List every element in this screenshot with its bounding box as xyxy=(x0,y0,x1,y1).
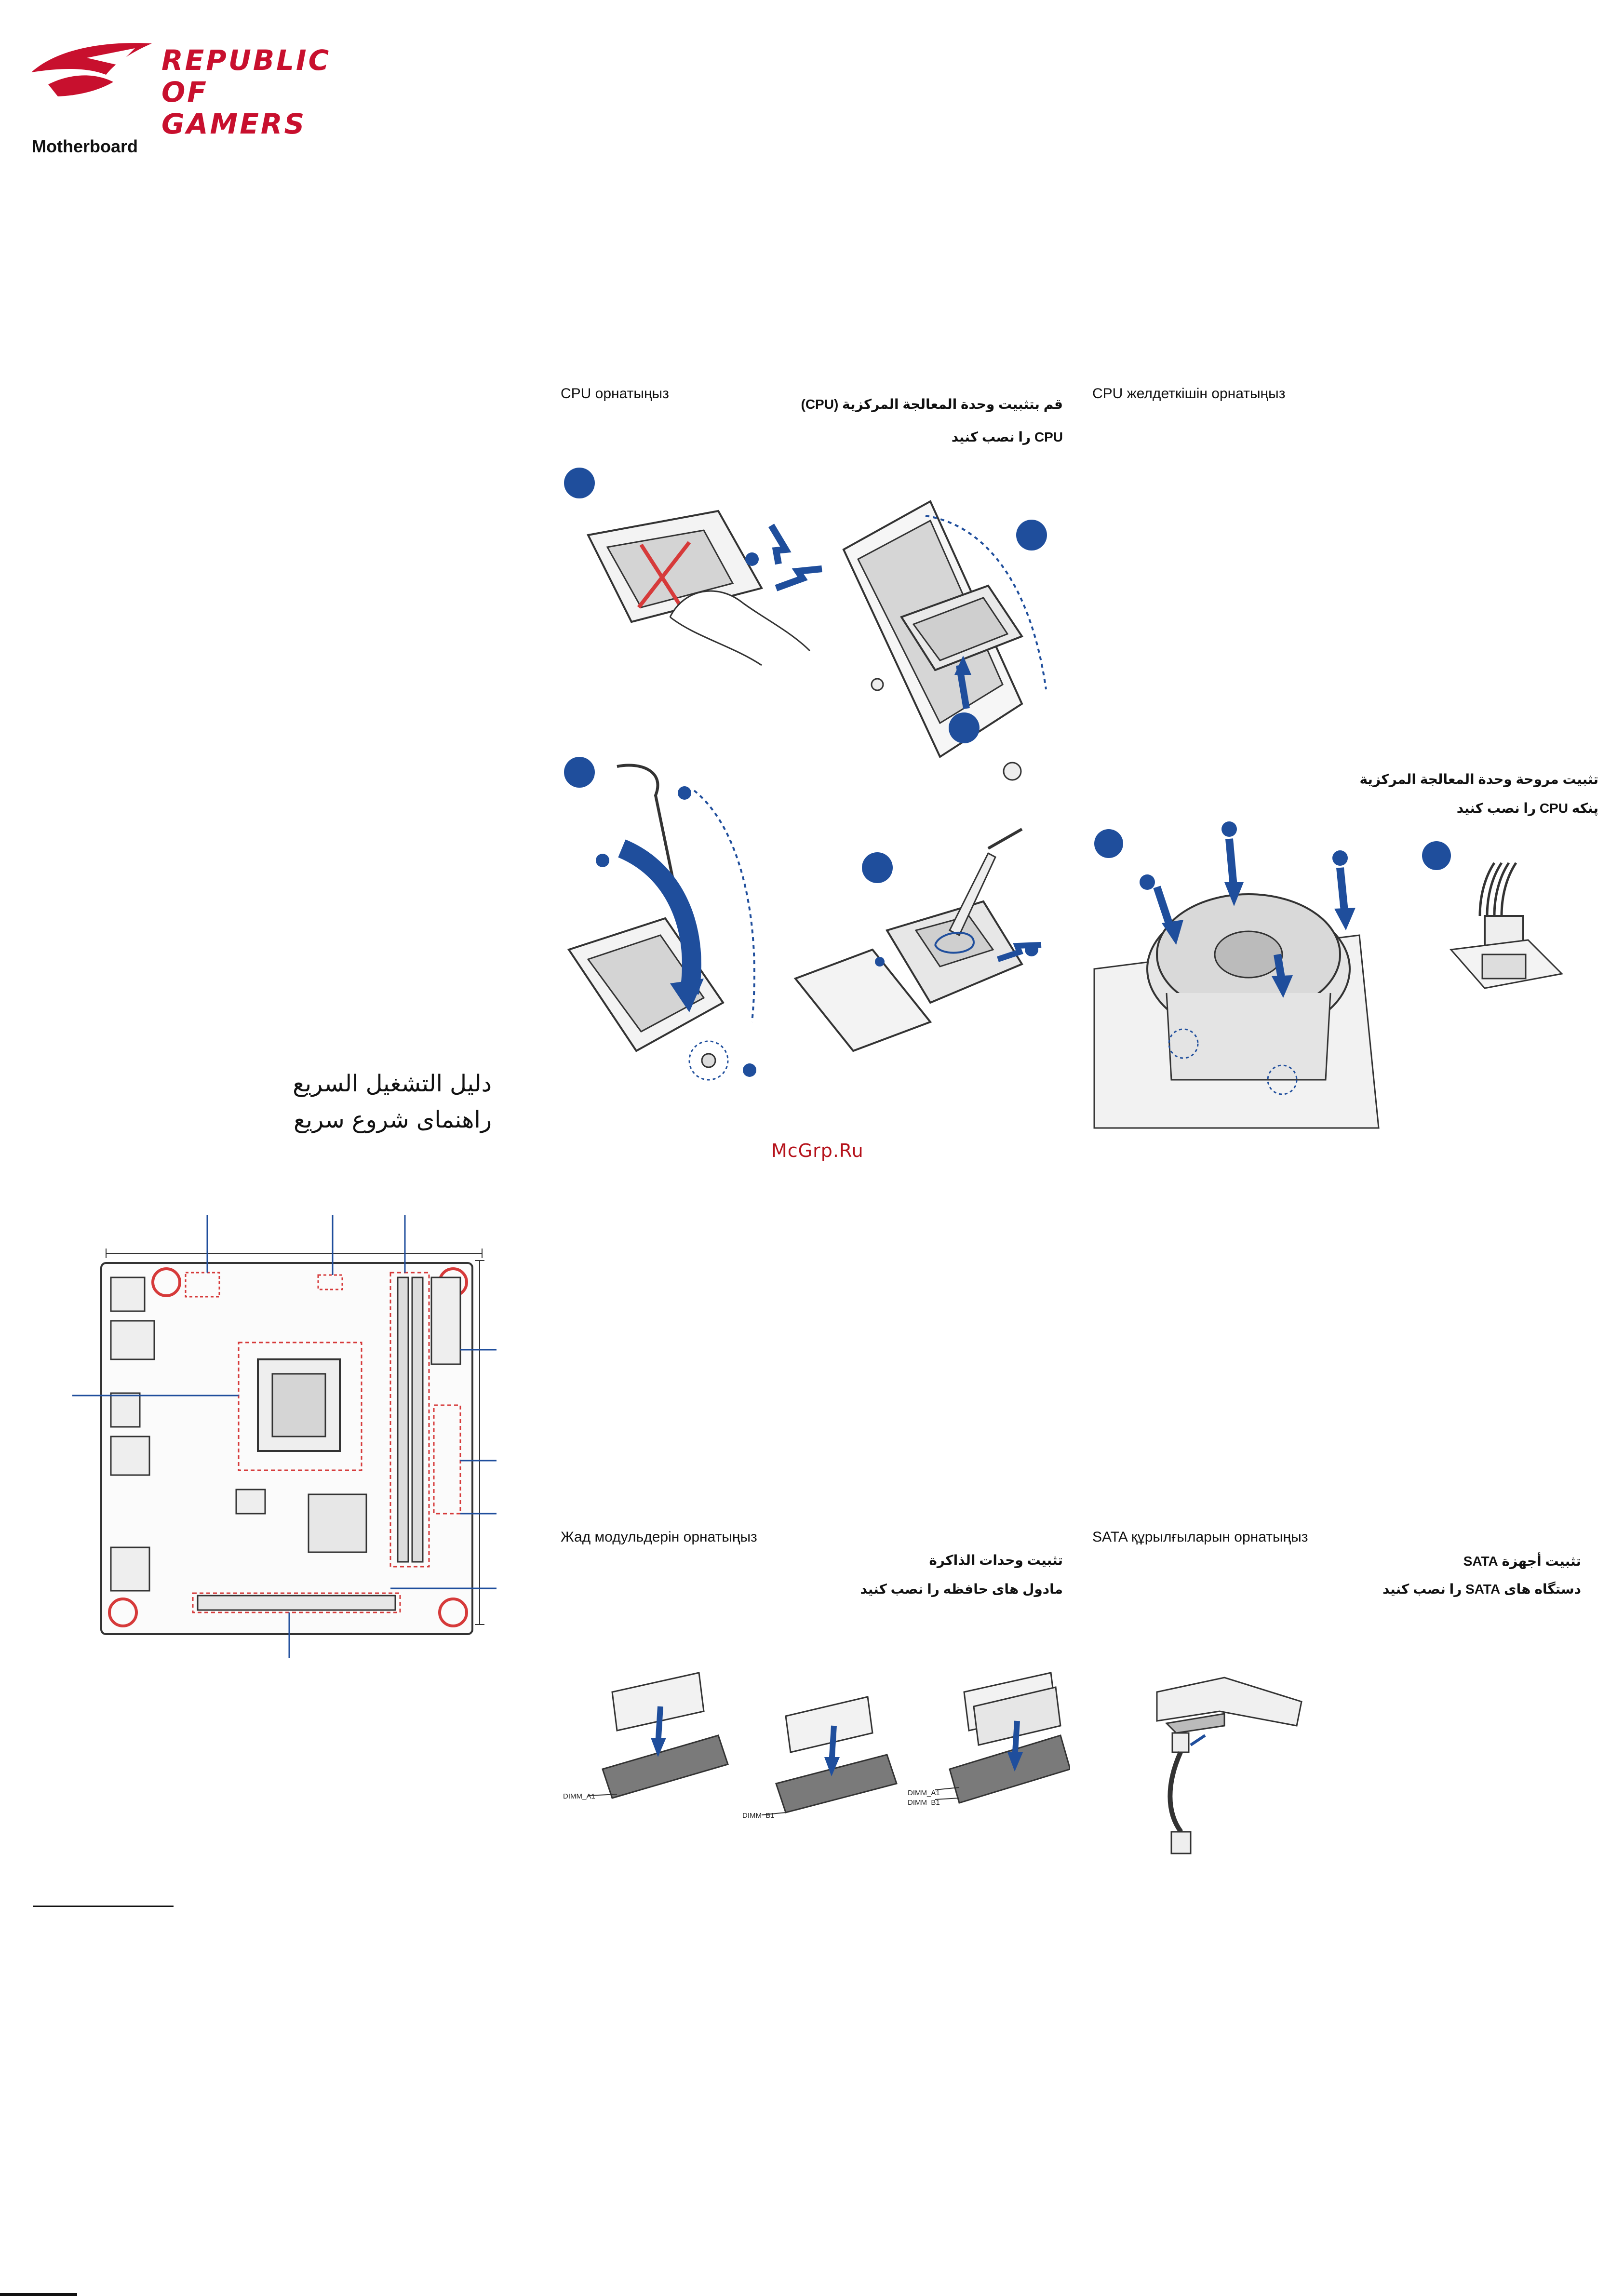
footnote-rule xyxy=(33,1906,174,1907)
cpu-step-2-illustration xyxy=(842,500,1047,781)
quick-guide-title-persian: راهنمای شروع سریع xyxy=(294,1106,492,1133)
step-marker-icon xyxy=(1422,841,1451,870)
cpu-step-1-illustration xyxy=(564,468,822,666)
cooler-heading-kazakh: CPU желдеткішін орнатыңыз xyxy=(1092,386,1286,402)
watermark-text: McGrp.Ru xyxy=(771,1140,864,1161)
step-marker-icon xyxy=(862,852,893,883)
dimm-label-a1: DIMM_A1 xyxy=(563,1792,595,1800)
product-label: Motherboard xyxy=(32,136,138,156)
dimm-single-b1 xyxy=(761,1696,898,1815)
step-marker-icon xyxy=(564,757,595,788)
step-marker-icon xyxy=(949,712,980,743)
step-marker-icon xyxy=(1094,829,1123,858)
sata-heading-persian: دستگاه های SATA را نصب کنید xyxy=(1382,1582,1581,1597)
cpu-heading-persian: CPU را نصب کنید xyxy=(951,430,1063,444)
cpu-cooler-illustration xyxy=(1093,821,1380,1129)
dimm-single-a1 xyxy=(588,1672,729,1799)
memory-heading-persian: مادول های حافظه را نصب کنید xyxy=(860,1582,1063,1597)
dimm-dual xyxy=(935,1672,1070,1804)
brand-line-1: REPUBLIC OF xyxy=(161,44,331,108)
sata-cable-illustration xyxy=(1156,1677,1302,1854)
memory-install-illustration xyxy=(588,1672,1070,1815)
step-marker-icon xyxy=(564,468,595,498)
dimm-label-b1: DIMM_B1 xyxy=(742,1812,775,1820)
motherboard-layout-diagram xyxy=(72,1215,497,1658)
page-edge-mark xyxy=(0,2293,77,2296)
brand-line-2: GAMERS xyxy=(161,107,307,140)
memory-heading-arabic: تثبيت وحدات الذاكرة xyxy=(929,1553,1063,1568)
rog-eye-icon xyxy=(31,43,152,96)
rog-logo: REPUBLIC OF GAMERS xyxy=(29,39,386,140)
dimm-label-dual-a1: DIMM_A1 xyxy=(908,1789,940,1797)
step-marker-icon xyxy=(1016,520,1047,551)
cpu-step-3-illustration xyxy=(564,757,756,1081)
quick-guide-title-arabic: دليل التشغيل السريع xyxy=(293,1070,492,1097)
memory-heading-kazakh: Жад модульдерін орнатыңыз xyxy=(561,1529,757,1545)
cooler-heading-persian: پنکه CPU را نصب کنید xyxy=(1456,801,1598,816)
cpu-heading-kazakh: CPU орнатыңыз xyxy=(561,386,669,402)
sata-heading-kazakh: SATA құрылғыларын орнатыңыз xyxy=(1092,1529,1308,1545)
dimm-label-dual-b1: DIMM_B1 xyxy=(908,1799,940,1807)
thermal-paste-illustration xyxy=(793,828,1042,1052)
cooler-heading-arabic: تثبيت مروحة وحدة المعالجة المركزية xyxy=(1359,772,1598,787)
fan-connector-illustration xyxy=(1422,841,1564,989)
sata-heading-arabic: تثبيت أجهزة SATA xyxy=(1463,1554,1581,1569)
cpu-heading-arabic: قم بتثبيت وحدة المعالجة المركزية (CPU) xyxy=(801,397,1063,412)
